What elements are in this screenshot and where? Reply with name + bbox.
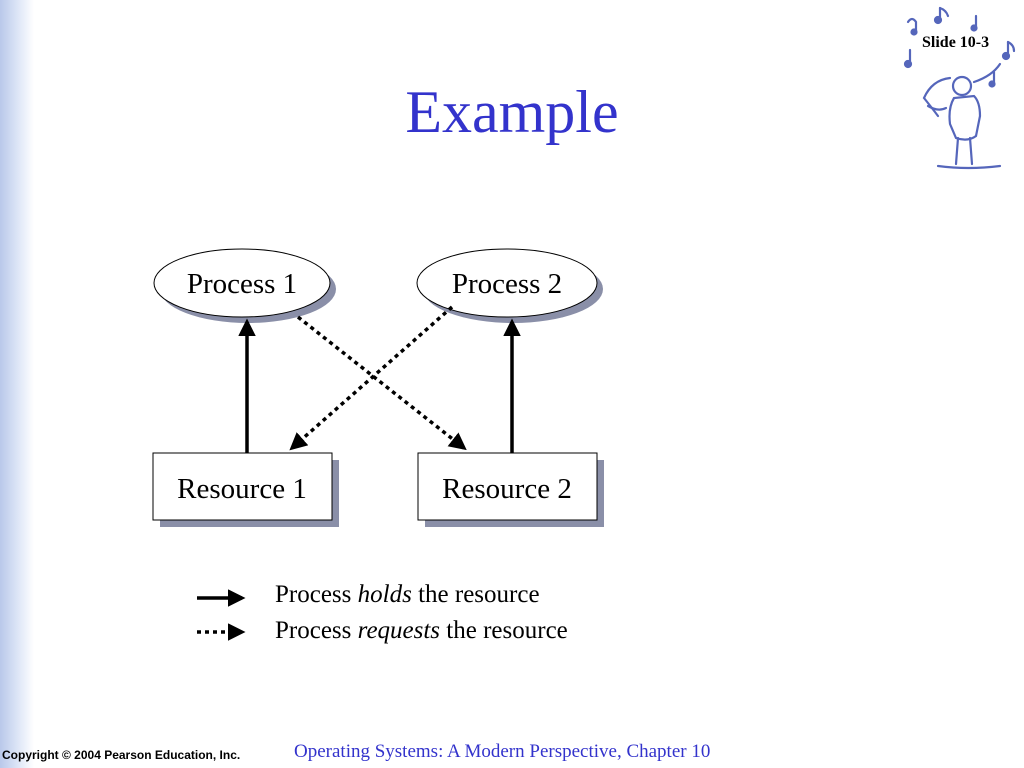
- edge-process2-requests-resource1: [289, 305, 454, 451]
- resource-1-label: Resource 1: [177, 473, 307, 505]
- process-2-label: Process 2: [452, 268, 562, 300]
- left-gradient-bar: [0, 0, 34, 768]
- resource-2-label: Resource 2: [442, 473, 572, 505]
- slide-number: Slide 10-3: [922, 34, 990, 51]
- resource-1-node: Resource 1: [152, 452, 339, 527]
- process-1-label: Process 1: [187, 268, 297, 300]
- slide-title: Example: [405, 79, 619, 145]
- process-1-ellipse: [153, 248, 331, 318]
- resource-2-box: [417, 452, 598, 521]
- process-2-ellipse: [416, 248, 598, 318]
- footer-course-title: Operating Systems: A Modern Perspective,…: [294, 741, 711, 762]
- resource-1-box: [152, 452, 333, 521]
- conductor-logo-icon: [903, 6, 1016, 170]
- process-2-node: Process 2: [416, 248, 603, 323]
- legend-requests-text: Process requests the resource: [275, 617, 568, 644]
- footer-copyright: Copyright © 2004 Pearson Education, Inc.: [2, 748, 241, 762]
- legend-holds-text: Process holds the resource: [275, 581, 540, 608]
- edge-process1-requests-resource2: [296, 315, 467, 451]
- resource-2-node: Resource 2: [417, 452, 604, 527]
- process-1-node: Process 1: [153, 248, 336, 323]
- legend: Process holds the resource Process reque…: [197, 581, 568, 644]
